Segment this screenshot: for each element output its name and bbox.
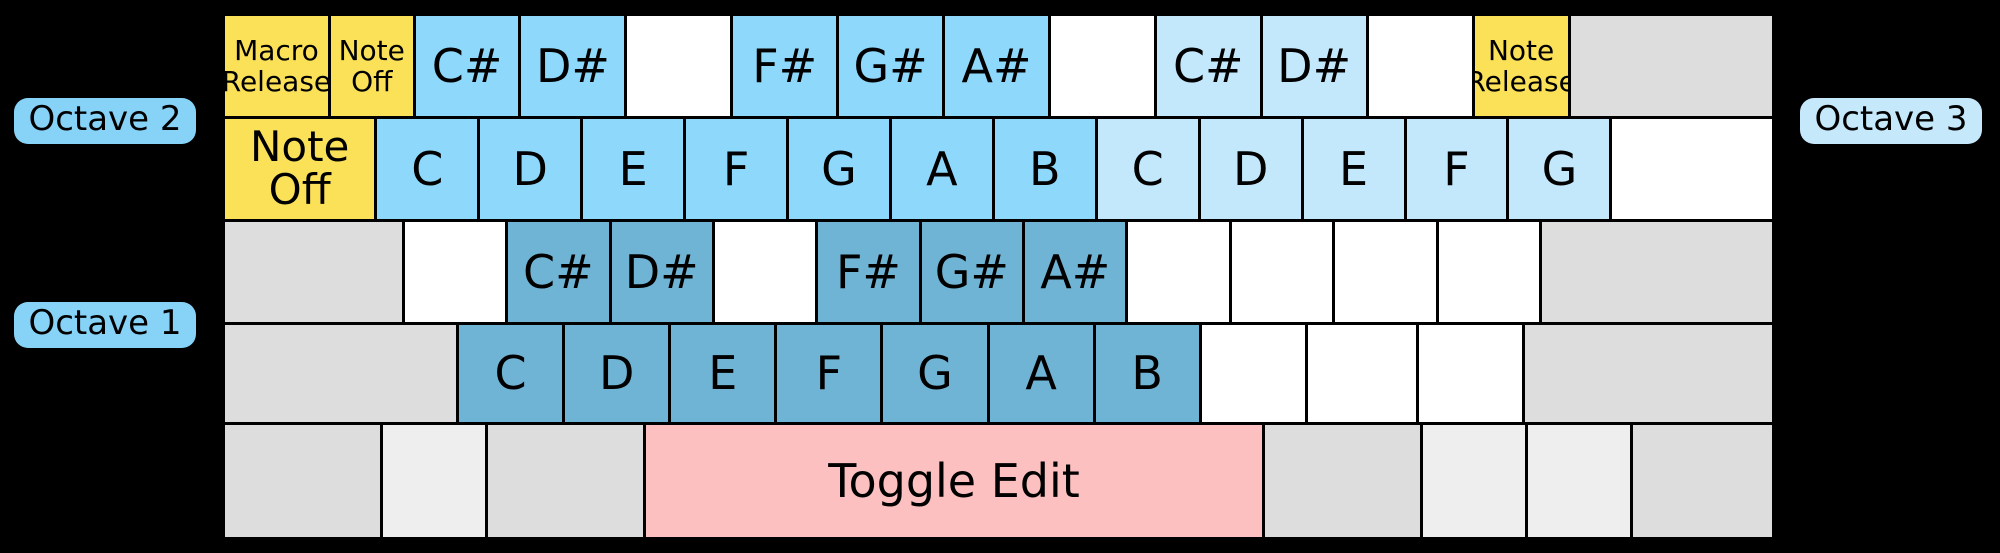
key-c[interactable]: C <box>1097 119 1201 219</box>
key-blank <box>1050 16 1157 116</box>
key-blank <box>1542 222 1772 322</box>
key-label-line: Off <box>351 65 393 98</box>
key-blank <box>714 222 819 322</box>
key-label-line: Note <box>1487 33 1555 67</box>
key-c-sharp[interactable]: C# <box>508 222 612 322</box>
key-label-line: Release <box>225 65 331 98</box>
key-blank <box>488 425 646 537</box>
key-d[interactable]: D <box>1200 119 1304 219</box>
key-blank <box>1423 425 1528 537</box>
key-f-sharp[interactable]: F# <box>733 16 840 116</box>
key-blank <box>1368 16 1475 116</box>
keyboard-row-modifier-row: Toggle Edit <box>225 422 1772 537</box>
key-g-sharp[interactable]: G# <box>921 222 1026 322</box>
key-blank <box>225 425 383 537</box>
key-d-sharp[interactable]: D# <box>611 222 715 322</box>
key-f[interactable]: F <box>686 119 790 219</box>
key-label-line: Note <box>338 33 405 67</box>
key-a[interactable]: A <box>891 119 995 219</box>
key-e[interactable]: E <box>583 119 687 219</box>
key-label-line: Macro <box>234 33 319 67</box>
key-blank <box>1524 325 1772 422</box>
keyboard-row-home-row: C#D# F#G#A# <box>225 219 1772 322</box>
key-g[interactable]: G <box>1509 119 1613 219</box>
octave-2-label: Octave 2 <box>14 98 196 144</box>
key-blank <box>1570 16 1772 116</box>
key-e[interactable]: E <box>1303 119 1407 219</box>
key-note-release[interactable]: NoteRelease <box>1474 16 1571 116</box>
key-b[interactable]: B <box>994 119 1098 219</box>
key-blank <box>404 222 509 322</box>
key-f[interactable]: F <box>777 325 884 422</box>
key-a-sharp[interactable]: A# <box>1025 222 1129 322</box>
key-blank <box>1231 222 1336 322</box>
key-blank <box>225 222 405 322</box>
key-e[interactable]: E <box>671 325 778 422</box>
octave-1-label: Octave 1 <box>14 302 196 348</box>
key-label-line: Off <box>268 165 331 214</box>
key-b[interactable]: B <box>1095 325 1202 422</box>
key-c[interactable]: C <box>377 119 481 219</box>
key-label-line: Release <box>1475 65 1571 98</box>
key-blank <box>1201 325 1308 422</box>
key-blank <box>627 16 734 116</box>
key-f-sharp[interactable]: F# <box>818 222 922 322</box>
key-c-sharp[interactable]: C# <box>415 16 522 116</box>
key-g[interactable]: G <box>883 325 990 422</box>
key-d-sharp[interactable]: D# <box>1262 16 1369 116</box>
keyboard-grid: MacroReleaseNoteOffC#D#F#G#A#C#D#NoteRel… <box>222 13 1775 540</box>
key-f[interactable]: F <box>1406 119 1510 219</box>
key-blank <box>1528 425 1633 537</box>
keyboard-row-number-row: MacroReleaseNoteOffC#D#F#G#A#C#D#NoteRel… <box>225 16 1772 116</box>
key-blank <box>1418 325 1525 422</box>
key-blank <box>1633 425 1772 537</box>
key-blank <box>1265 425 1423 537</box>
octave-3-label: Octave 3 <box>1800 98 1982 144</box>
key-blank <box>1438 222 1543 322</box>
key-toggle-edit[interactable]: Toggle Edit <box>646 425 1265 537</box>
key-g-sharp[interactable]: G# <box>839 16 946 116</box>
key-blank <box>1335 222 1439 322</box>
key-d[interactable]: D <box>480 119 584 219</box>
key-blank <box>225 325 460 422</box>
key-blank <box>383 425 488 537</box>
key-blank <box>1612 119 1772 219</box>
key-blank <box>1307 325 1419 422</box>
key-blank <box>1128 222 1232 322</box>
key-g[interactable]: G <box>789 119 892 219</box>
key-label-line: Note <box>249 122 350 172</box>
key-c[interactable]: C <box>459 325 566 422</box>
key-d[interactable]: D <box>565 325 672 422</box>
key-a-sharp[interactable]: A# <box>945 16 1051 116</box>
key-c-sharp[interactable]: C# <box>1156 16 1263 116</box>
key-d-sharp[interactable]: D# <box>521 16 628 116</box>
key-a[interactable]: A <box>989 325 1096 422</box>
